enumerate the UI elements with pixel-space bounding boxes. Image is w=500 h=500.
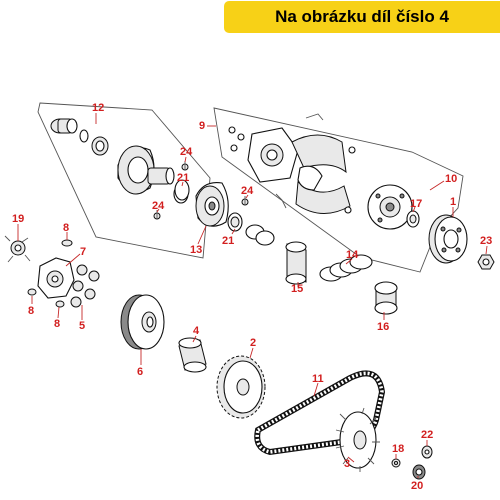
part-rollers-5 bbox=[70, 264, 100, 308]
callout-3: 3 bbox=[344, 458, 350, 470]
part-slider-8a bbox=[61, 239, 73, 247]
part-washer-22 bbox=[421, 445, 433, 459]
part-washer-21a bbox=[174, 179, 190, 201]
callout-13: 13 bbox=[190, 244, 202, 256]
callout-6: 6 bbox=[137, 366, 143, 378]
callout-1: 1 bbox=[450, 196, 456, 208]
callout-11: 11 bbox=[312, 373, 324, 385]
callout-24a: 24 bbox=[180, 146, 193, 158]
callout-24c: 24 bbox=[241, 185, 254, 197]
callout-8a: 8 bbox=[63, 222, 69, 234]
callout-7: 7 bbox=[80, 246, 86, 258]
part-nut-23 bbox=[477, 254, 495, 270]
part-number-banner: Na obrázku díl číslo 4 bbox=[224, 1, 500, 33]
callout-19: 19 bbox=[12, 213, 24, 225]
part-slider-8b bbox=[27, 288, 37, 296]
part-clutch-bell bbox=[428, 214, 468, 264]
part-o-ring-17 bbox=[406, 210, 420, 228]
part-washer-18 bbox=[391, 458, 401, 468]
callout-17: 17 bbox=[410, 198, 422, 210]
callout-21a: 21 bbox=[177, 172, 189, 184]
part-slider-8c bbox=[55, 300, 65, 308]
part-starter-gear-2 bbox=[216, 355, 266, 419]
callout-14: 14 bbox=[346, 249, 359, 261]
callout-2: 2 bbox=[250, 337, 256, 349]
part-nut-20 bbox=[412, 464, 426, 480]
callout-8b: 8 bbox=[28, 305, 34, 317]
part-variator-plate-7 bbox=[37, 257, 75, 299]
callout-24b: 24 bbox=[152, 200, 165, 212]
part-clutch-plate bbox=[367, 184, 413, 230]
callout-8c: 8 bbox=[54, 318, 60, 330]
callout-9: 9 bbox=[199, 120, 205, 132]
callout-22: 22 bbox=[421, 429, 433, 441]
part-washer-21b bbox=[227, 212, 243, 232]
part-screw-24a bbox=[181, 161, 189, 171]
part-sleeve-4 bbox=[178, 337, 207, 373]
callout-15: 15 bbox=[291, 283, 303, 295]
part-ramp-plate-19 bbox=[4, 235, 31, 263]
part-screw-24c bbox=[241, 196, 249, 206]
callout-23: 23 bbox=[480, 235, 492, 247]
part-fan-3 bbox=[335, 407, 380, 472]
callout-21b: 21 bbox=[222, 235, 234, 247]
callout-5: 5 bbox=[79, 320, 85, 332]
callout-10: 10 bbox=[445, 173, 457, 185]
leader-lines bbox=[17, 113, 488, 478]
part-variator-pulley-6 bbox=[120, 294, 165, 350]
callout-20: 20 bbox=[411, 480, 423, 492]
callout-16: 16 bbox=[377, 321, 389, 333]
callout-18: 18 bbox=[392, 443, 404, 455]
part-spring-seat-16 bbox=[374, 281, 398, 315]
assembly-outline-12 bbox=[37, 102, 211, 259]
part-spring-14 bbox=[319, 254, 373, 282]
part-clutch-shoe-assembly bbox=[228, 113, 356, 214]
callout-4: 4 bbox=[193, 325, 200, 337]
callout-labels: 12 9 10 1 17 23 24 21 24 24 13 21 14 15 … bbox=[12, 102, 492, 492]
part-driven-face bbox=[195, 181, 229, 227]
callout-12: 12 bbox=[92, 102, 104, 114]
part-collar-15 bbox=[285, 241, 307, 285]
part-drive-face-assembly bbox=[50, 118, 189, 204]
part-seal-rings bbox=[245, 224, 275, 246]
